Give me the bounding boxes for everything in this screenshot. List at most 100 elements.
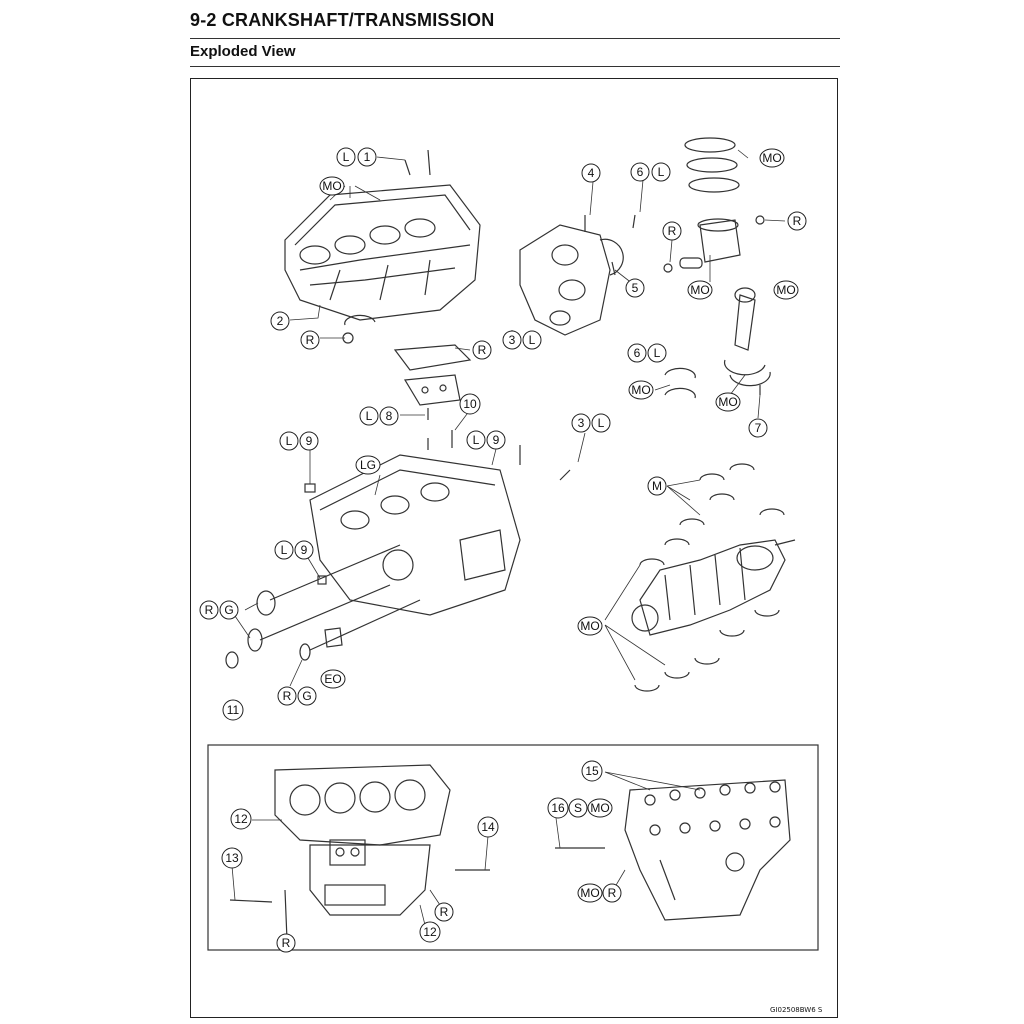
svg-text:12: 12 bbox=[423, 925, 437, 939]
callout-15: 15 bbox=[581, 760, 603, 782]
svg-text:L: L bbox=[529, 333, 536, 347]
callout-label: L bbox=[343, 150, 350, 164]
svg-text:L: L bbox=[286, 434, 293, 448]
callout-r-4: R bbox=[662, 221, 682, 241]
connecting-rod-illustration bbox=[664, 287, 771, 399]
svg-text:R: R bbox=[306, 333, 315, 347]
subheader-rule bbox=[190, 66, 840, 67]
svg-text:MO: MO bbox=[322, 179, 341, 193]
oil-seals-illustration bbox=[225, 544, 421, 669]
svg-text:10: 10 bbox=[463, 397, 477, 411]
svg-text:9: 9 bbox=[301, 543, 308, 557]
callout-5: 5 bbox=[625, 278, 645, 298]
svg-text:12: 12 bbox=[234, 812, 248, 826]
svg-text:16: 16 bbox=[551, 801, 565, 815]
svg-text:8: 8 bbox=[386, 409, 393, 423]
svg-text:R: R bbox=[283, 689, 292, 703]
crankshaft-illustration bbox=[631, 463, 796, 692]
svg-text:L: L bbox=[366, 409, 373, 423]
callout-mo-1: MO bbox=[319, 176, 345, 196]
leader-lines bbox=[231, 149, 786, 941]
svg-text:S: S bbox=[574, 801, 582, 815]
lower-crankcase-illustration bbox=[304, 430, 571, 616]
callout-16-s-mo: 16 S MO bbox=[547, 797, 613, 819]
callout-4: 4 bbox=[581, 163, 601, 183]
svg-text:MO: MO bbox=[580, 886, 599, 900]
callout-label: 1 bbox=[364, 150, 371, 164]
svg-text:6: 6 bbox=[637, 165, 644, 179]
callout-eo: EO bbox=[320, 669, 346, 689]
callout-7: 7 bbox=[748, 418, 768, 438]
view-title: Exploded View bbox=[190, 43, 296, 60]
svg-text:11: 11 bbox=[227, 703, 240, 717]
svg-text:M: M bbox=[652, 479, 662, 493]
callout-l-9-right: L 9 bbox=[466, 430, 506, 450]
svg-text:R: R bbox=[205, 603, 214, 617]
callout-r-g-bottom: R G bbox=[277, 686, 317, 706]
callout-m: M bbox=[647, 476, 667, 496]
callout-mo-6: MO bbox=[715, 392, 741, 412]
svg-text:6: 6 bbox=[634, 346, 641, 360]
callout-2: 2 bbox=[270, 311, 290, 331]
callout-6-l-bottom: 6 L bbox=[627, 343, 667, 363]
svg-text:3: 3 bbox=[509, 333, 516, 347]
callout-r-3: R bbox=[787, 211, 807, 231]
callout-6-l-top: 6 L bbox=[630, 162, 671, 182]
svg-text:5: 5 bbox=[632, 281, 639, 295]
callout-r-5: R bbox=[434, 902, 454, 922]
svg-text:L: L bbox=[658, 165, 665, 179]
svg-text:9: 9 bbox=[493, 433, 500, 447]
svg-text:L: L bbox=[654, 346, 661, 360]
svg-text:15: 15 bbox=[585, 764, 599, 778]
svg-text:MO: MO bbox=[718, 395, 737, 409]
svg-text:4: 4 bbox=[588, 166, 595, 180]
section-title: 9-2 CRANKSHAFT/TRANSMISSION bbox=[190, 10, 495, 30]
svg-text:13: 13 bbox=[225, 851, 239, 865]
callout-lg: LG bbox=[355, 455, 381, 475]
piston-illustration bbox=[663, 137, 765, 273]
callout-r-1: R bbox=[300, 330, 320, 350]
upper-crankcase-illustration bbox=[284, 149, 481, 321]
callout-mo-5: MO bbox=[628, 380, 654, 400]
header-rule bbox=[190, 38, 840, 39]
svg-text:R: R bbox=[668, 224, 677, 238]
svg-text:R: R bbox=[440, 905, 449, 919]
figure-id: GI02508BW6 S bbox=[770, 1006, 823, 1014]
svg-text:7: 7 bbox=[755, 421, 762, 435]
svg-text:14: 14 bbox=[481, 820, 495, 834]
callout-3-l-top: 3 L bbox=[502, 330, 542, 350]
svg-text:G: G bbox=[224, 603, 233, 617]
callout-14: 14 bbox=[477, 816, 499, 838]
callout-l-8: L 8 bbox=[359, 406, 399, 426]
svg-text:MO: MO bbox=[690, 283, 709, 297]
svg-text:MO: MO bbox=[631, 383, 650, 397]
callout-12-right: 12 bbox=[419, 921, 441, 943]
callout-13: 13 bbox=[221, 847, 243, 869]
callout-l-9-left-top: L 9 bbox=[279, 431, 319, 451]
svg-text:R: R bbox=[793, 214, 802, 228]
upper-case-bolts-illustration bbox=[229, 764, 490, 941]
svg-text:MO: MO bbox=[776, 283, 795, 297]
svg-text:9: 9 bbox=[306, 434, 313, 448]
callout-mo-4: MO bbox=[773, 280, 799, 300]
callout-mo-2: MO bbox=[759, 148, 785, 168]
lower-case-bolts-illustration bbox=[555, 779, 791, 921]
svg-text:MO: MO bbox=[580, 619, 599, 633]
figure-frame bbox=[190, 78, 838, 1018]
svg-text:2: 2 bbox=[277, 314, 284, 328]
callout-r-g-left: R G bbox=[199, 600, 239, 620]
svg-text:L: L bbox=[598, 416, 605, 430]
oil-screen-illustration bbox=[342, 314, 472, 420]
svg-text:LG: LG bbox=[360, 458, 376, 472]
svg-text:G: G bbox=[302, 689, 311, 703]
callout-11: 11 bbox=[222, 699, 244, 721]
svg-text:R: R bbox=[478, 343, 487, 357]
svg-text:L: L bbox=[473, 433, 480, 447]
callout-l-9-left-bottom: L 9 bbox=[274, 540, 314, 560]
svg-text:MO: MO bbox=[590, 801, 609, 815]
callout-r-6: R bbox=[276, 933, 296, 953]
callout-mo-3: MO bbox=[687, 280, 713, 300]
svg-text:EO: EO bbox=[324, 672, 341, 686]
callout-10: 10 bbox=[459, 393, 481, 415]
